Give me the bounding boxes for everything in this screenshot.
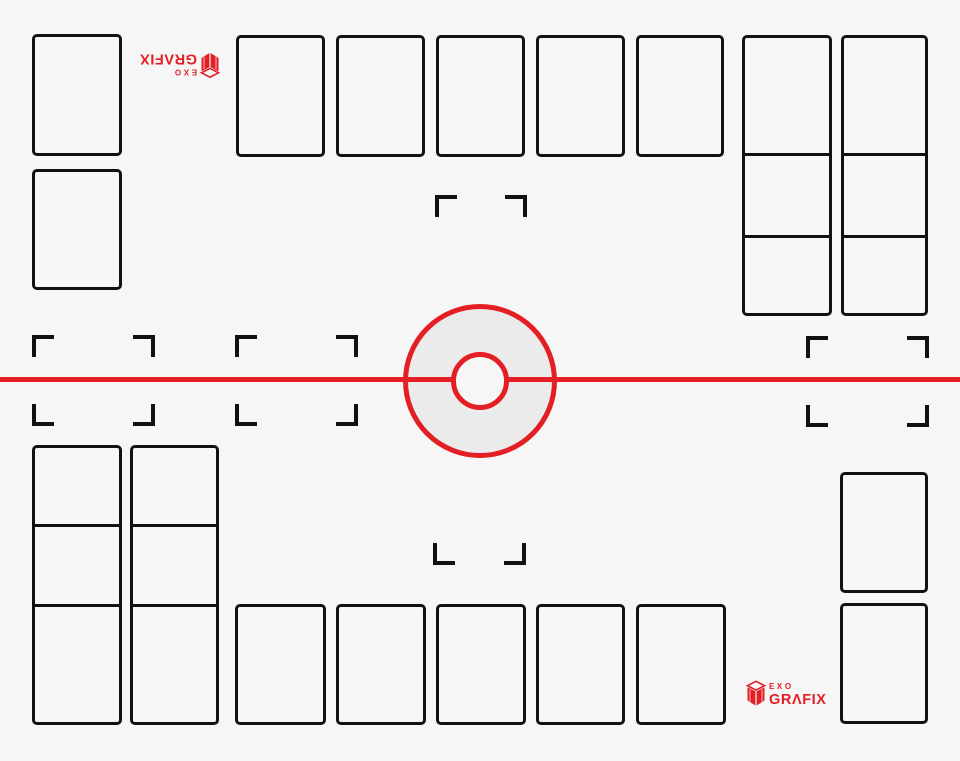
- bracket-corner-icon: [505, 195, 527, 217]
- card-slot: [236, 35, 325, 157]
- card-slot: [336, 604, 426, 725]
- card-slot: [436, 604, 526, 725]
- half-bracket-zone-bottom: [433, 525, 526, 565]
- stack-divider: [841, 235, 928, 238]
- brand-exo-label: EXO: [172, 67, 197, 77]
- card-stack-column: [742, 35, 832, 316]
- bracket-corner-icon: [806, 336, 828, 358]
- exo-box-icon: [746, 680, 766, 706]
- half-bracket-zone-top: [435, 195, 527, 235]
- bracket-corner-icon: [32, 335, 54, 357]
- bracket-corner-icon: [336, 335, 358, 357]
- stack-divider: [742, 153, 832, 156]
- exo-box-icon: [200, 52, 220, 79]
- tap-zone-bracket: [235, 335, 358, 426]
- card-slot: [840, 603, 928, 724]
- bracket-corner-icon: [133, 335, 155, 357]
- brand-grafix-label: GRΛFIX: [769, 692, 827, 708]
- bracket-corner-icon: [433, 543, 455, 565]
- bracket-corner-icon: [32, 404, 54, 426]
- brand-logo-text: EXO GRΛFIX: [139, 51, 197, 79]
- card-slot: [536, 604, 625, 725]
- bracket-corner-icon: [806, 405, 828, 427]
- center-target-inner-circle: [451, 352, 509, 410]
- tap-zone-bracket: [32, 335, 155, 426]
- stack-divider: [742, 235, 832, 238]
- bracket-corner-icon: [907, 336, 929, 358]
- card-slot: [840, 472, 928, 593]
- brand-exo-label: EXO: [769, 682, 794, 691]
- card-slot: [636, 604, 726, 725]
- card-stack-column: [130, 445, 219, 725]
- bracket-corner-icon: [435, 195, 457, 217]
- tap-zone-bracket: [806, 336, 929, 427]
- bracket-corner-icon: [907, 405, 929, 427]
- brand-logo-bottom: EXO GRΛFIX: [746, 680, 827, 708]
- brand-logo-top: EXO GRΛFIX: [139, 51, 220, 79]
- card-slot: [536, 35, 625, 157]
- bracket-corner-icon: [504, 543, 526, 565]
- bracket-corner-icon: [235, 335, 257, 357]
- card-slot: [235, 604, 326, 725]
- stack-divider: [841, 153, 928, 156]
- bracket-corner-icon: [235, 404, 257, 426]
- stack-divider: [32, 604, 122, 607]
- card-stack-column: [841, 35, 928, 316]
- card-slot: [336, 35, 425, 157]
- brand-logo-text: EXO GRΛFIX: [769, 680, 827, 708]
- card-slot: [636, 35, 724, 157]
- card-slot: [32, 169, 122, 290]
- stack-divider: [130, 524, 219, 527]
- card-slot: [32, 34, 122, 156]
- bracket-corner-icon: [336, 404, 358, 426]
- card-stack-column: [32, 445, 122, 725]
- stack-divider: [32, 524, 122, 527]
- bracket-corner-icon: [133, 404, 155, 426]
- brand-grafix-label: GRΛFIX: [139, 50, 197, 67]
- card-slot: [436, 35, 525, 157]
- stack-divider: [130, 604, 219, 607]
